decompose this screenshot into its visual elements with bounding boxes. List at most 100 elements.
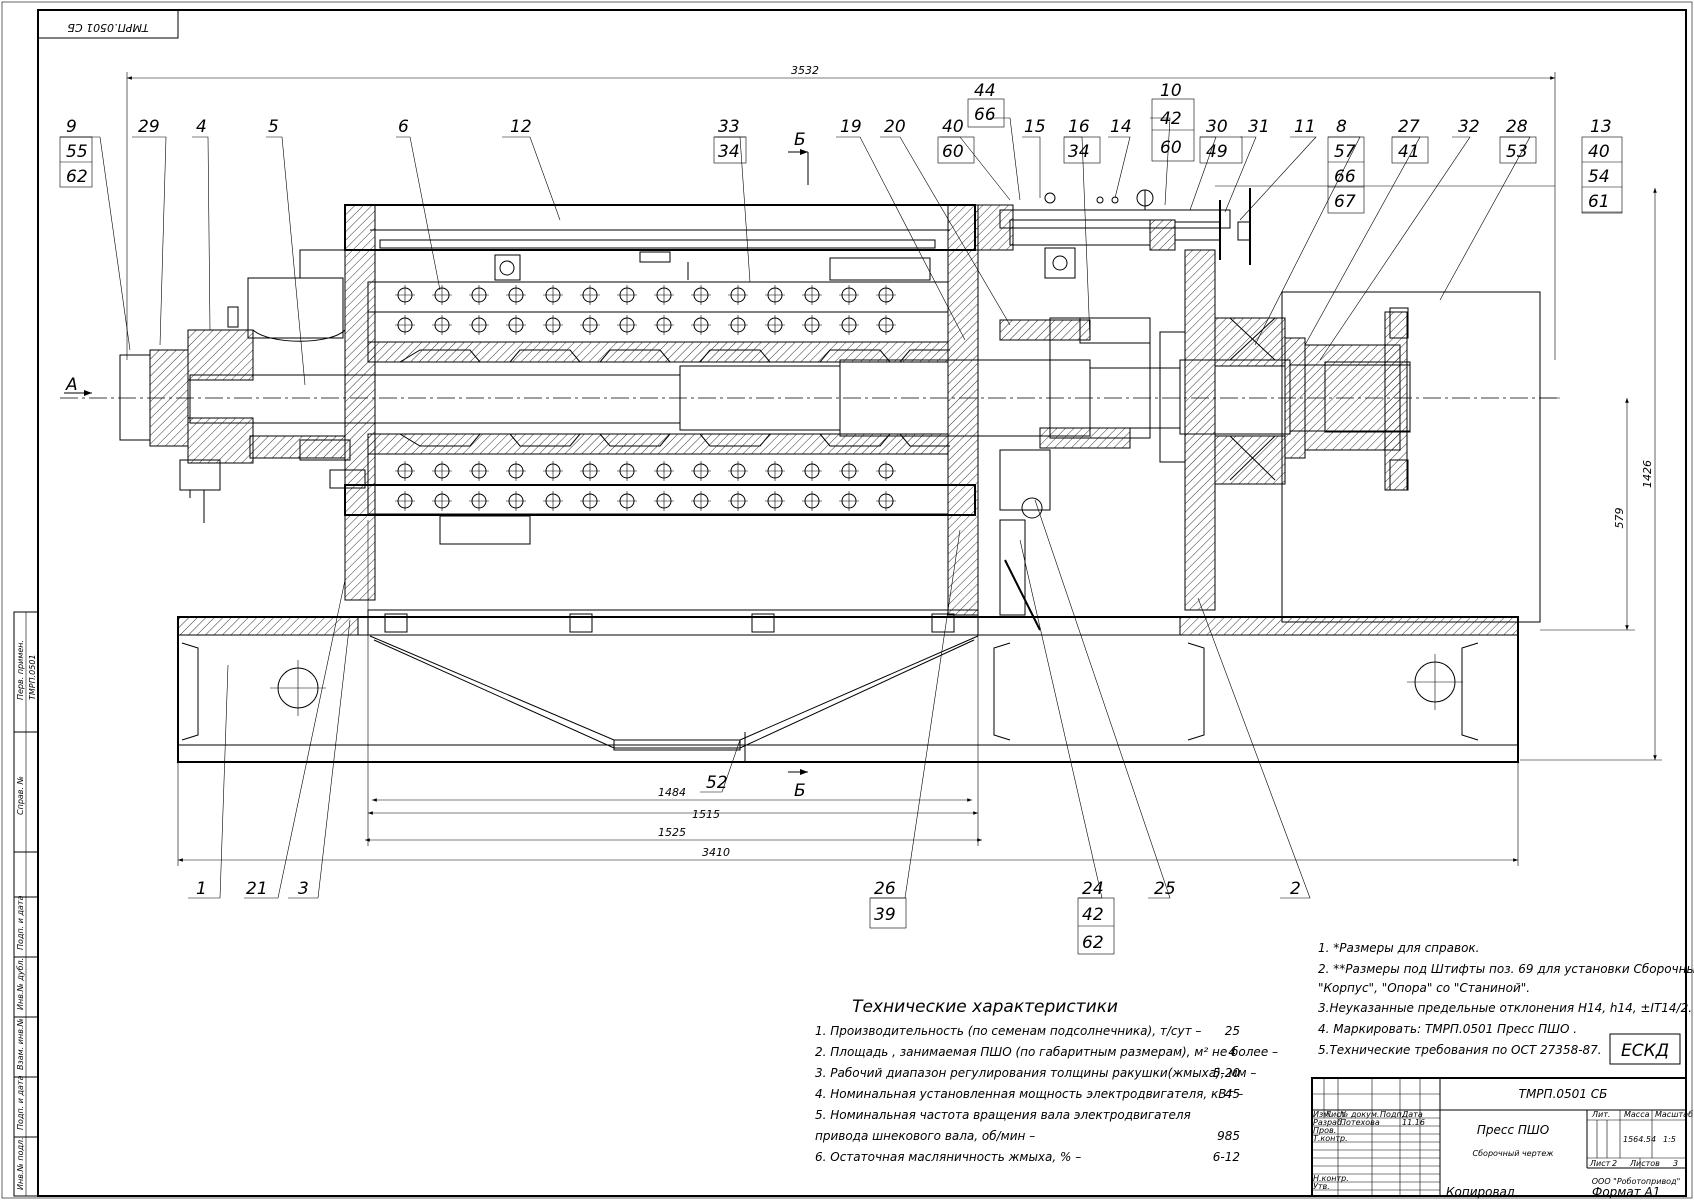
bolt-crosshair bbox=[691, 461, 711, 481]
oil-tray bbox=[367, 609, 979, 762]
bolt-crosshair bbox=[543, 285, 563, 305]
callout-16: 16 bbox=[1068, 117, 1090, 137]
tb-data: Дата bbox=[1401, 1110, 1423, 1119]
callout-66: 66 bbox=[974, 105, 996, 125]
spec-row-5: 5. Номинальная частота вращения вала эле… bbox=[815, 1108, 1191, 1122]
escd-stamp-box bbox=[1609, 1033, 1681, 1065]
code-stamp-rotated: ТМРП.0501 СБ bbox=[67, 21, 148, 34]
adjust-rod bbox=[999, 185, 1555, 229]
tb-izm: Изм. bbox=[1313, 1110, 1332, 1119]
callout-29: 29 bbox=[138, 117, 160, 137]
bolt-crosshair bbox=[876, 491, 896, 511]
note-3: 3.Неуказанные предельные отклонения H14,… bbox=[1318, 1001, 1692, 1015]
callout-10: 10 bbox=[1160, 81, 1182, 101]
callout-1: 1 bbox=[196, 879, 207, 899]
callout-5: 5 bbox=[268, 117, 279, 137]
callout-31: 31 bbox=[1248, 117, 1270, 137]
bolt-crosshair bbox=[654, 491, 674, 511]
press-body bbox=[344, 204, 979, 616]
side-inv-dubl: Инв.№ дубл. bbox=[16, 958, 25, 1010]
bolt-crosshair bbox=[506, 491, 526, 511]
tb-mass-value: 1564.54 bbox=[1623, 1135, 1656, 1144]
right-support bbox=[974, 200, 1306, 631]
tb-nkontr: Н.контр. bbox=[1313, 1174, 1349, 1183]
side-podp-data2: Подп. и дата bbox=[16, 1075, 25, 1130]
callout-13: 13 bbox=[1590, 117, 1612, 137]
spec-row-2: 2. Площадь , занимаемая ПШО (по габаритн… bbox=[815, 1045, 1278, 1059]
bolt-crosshair bbox=[432, 491, 452, 511]
bolt-crosshair bbox=[839, 285, 859, 305]
bolt-crosshair bbox=[580, 461, 600, 481]
bolt-crosshair bbox=[469, 461, 489, 481]
bolt-crosshair bbox=[839, 491, 859, 511]
bolt-crosshair bbox=[728, 461, 748, 481]
callout-57: 57 bbox=[1334, 142, 1356, 162]
bolt-crosshair bbox=[432, 315, 452, 335]
bolt-crosshair bbox=[839, 461, 859, 481]
callout-67: 67 bbox=[1334, 192, 1356, 212]
bolt-crosshair bbox=[876, 461, 896, 481]
tb-prov: Пров. bbox=[1313, 1126, 1336, 1135]
callout-28: 28 bbox=[1506, 117, 1528, 137]
specs-title: Технические характеристики bbox=[852, 997, 1118, 1017]
bolt-crosshair bbox=[543, 491, 563, 511]
bolt-crosshair bbox=[765, 315, 785, 335]
callout-41: 41 bbox=[1398, 142, 1420, 162]
note-1: 1. *Размеры для справок. bbox=[1318, 941, 1479, 955]
dim-3410: 3410 bbox=[702, 846, 730, 859]
bolt-crosshair bbox=[839, 315, 859, 335]
bolt-crosshair bbox=[617, 461, 637, 481]
note-2: 2. **Размеры под Штифты поз. 69 для уста… bbox=[1318, 962, 1694, 976]
spec-row-1-value: 25 bbox=[1225, 1024, 1240, 1038]
callout-24: 24 bbox=[1082, 879, 1104, 899]
tb-sheets-no: 3 bbox=[1673, 1159, 1678, 1168]
callout-42: 42 bbox=[1160, 109, 1182, 129]
callout-14: 14 bbox=[1110, 117, 1132, 137]
bolt-crosshair bbox=[395, 315, 415, 335]
spec-row-4: 4. Номинальная установленная мощность эл… bbox=[815, 1087, 1243, 1101]
bolt-crosshair bbox=[654, 461, 674, 481]
note-2b: "Корпус", "Опора" со "Станиной". bbox=[1318, 981, 1530, 995]
side-podp-data1: Подп. и дата bbox=[16, 895, 25, 950]
callout-15: 15 bbox=[1024, 117, 1046, 137]
callout-30: 30 bbox=[1206, 117, 1228, 137]
tb-lit: Лит. bbox=[1591, 1110, 1610, 1119]
callout-52: 52 bbox=[706, 773, 728, 793]
bolt-crosshair bbox=[506, 315, 526, 335]
callout-33: 33 bbox=[718, 117, 740, 137]
callout-9: 9 bbox=[66, 117, 77, 137]
callout-8: 8 bbox=[1336, 117, 1347, 137]
bolt-crosshair bbox=[876, 315, 896, 335]
tb-sheets: Листов bbox=[1629, 1159, 1660, 1168]
callout-27: 27 bbox=[1398, 117, 1420, 137]
tb-utv: Утв. bbox=[1313, 1182, 1330, 1191]
bolt-crosshair bbox=[691, 285, 711, 305]
section-b-top: Б bbox=[794, 130, 806, 150]
bolt-crosshair bbox=[802, 285, 822, 305]
dim-1484: 1484 bbox=[658, 786, 686, 799]
dim-1515: 1515 bbox=[692, 808, 720, 821]
bottom-dimensions bbox=[177, 520, 1519, 866]
base-frame bbox=[177, 616, 1519, 763]
bolt-crosshair bbox=[617, 285, 637, 305]
spec-row-6-value: 6-12 bbox=[1213, 1150, 1240, 1164]
bolt-crosshair bbox=[765, 285, 785, 305]
bolt-crosshair bbox=[728, 491, 748, 511]
callout-2: 2 bbox=[1290, 879, 1301, 899]
tb-sheet-no: 2 bbox=[1612, 1159, 1617, 1168]
spec-row-5-value: 985 bbox=[1217, 1129, 1240, 1143]
bolt-crosshair bbox=[432, 461, 452, 481]
drive-unit bbox=[1281, 291, 1560, 623]
bolt-crosshair bbox=[728, 315, 748, 335]
bolt-crosshair bbox=[395, 285, 415, 305]
bolt-crosshair bbox=[395, 491, 415, 511]
callout-32: 32 bbox=[1458, 117, 1480, 137]
callout-53: 53 bbox=[1506, 142, 1528, 162]
callout-20: 20 bbox=[884, 117, 906, 137]
tb-scale: Масштаб bbox=[1655, 1110, 1693, 1119]
bolt-crosshair bbox=[654, 285, 674, 305]
bolt-crosshair bbox=[506, 461, 526, 481]
callout-55: 55 bbox=[66, 142, 88, 162]
